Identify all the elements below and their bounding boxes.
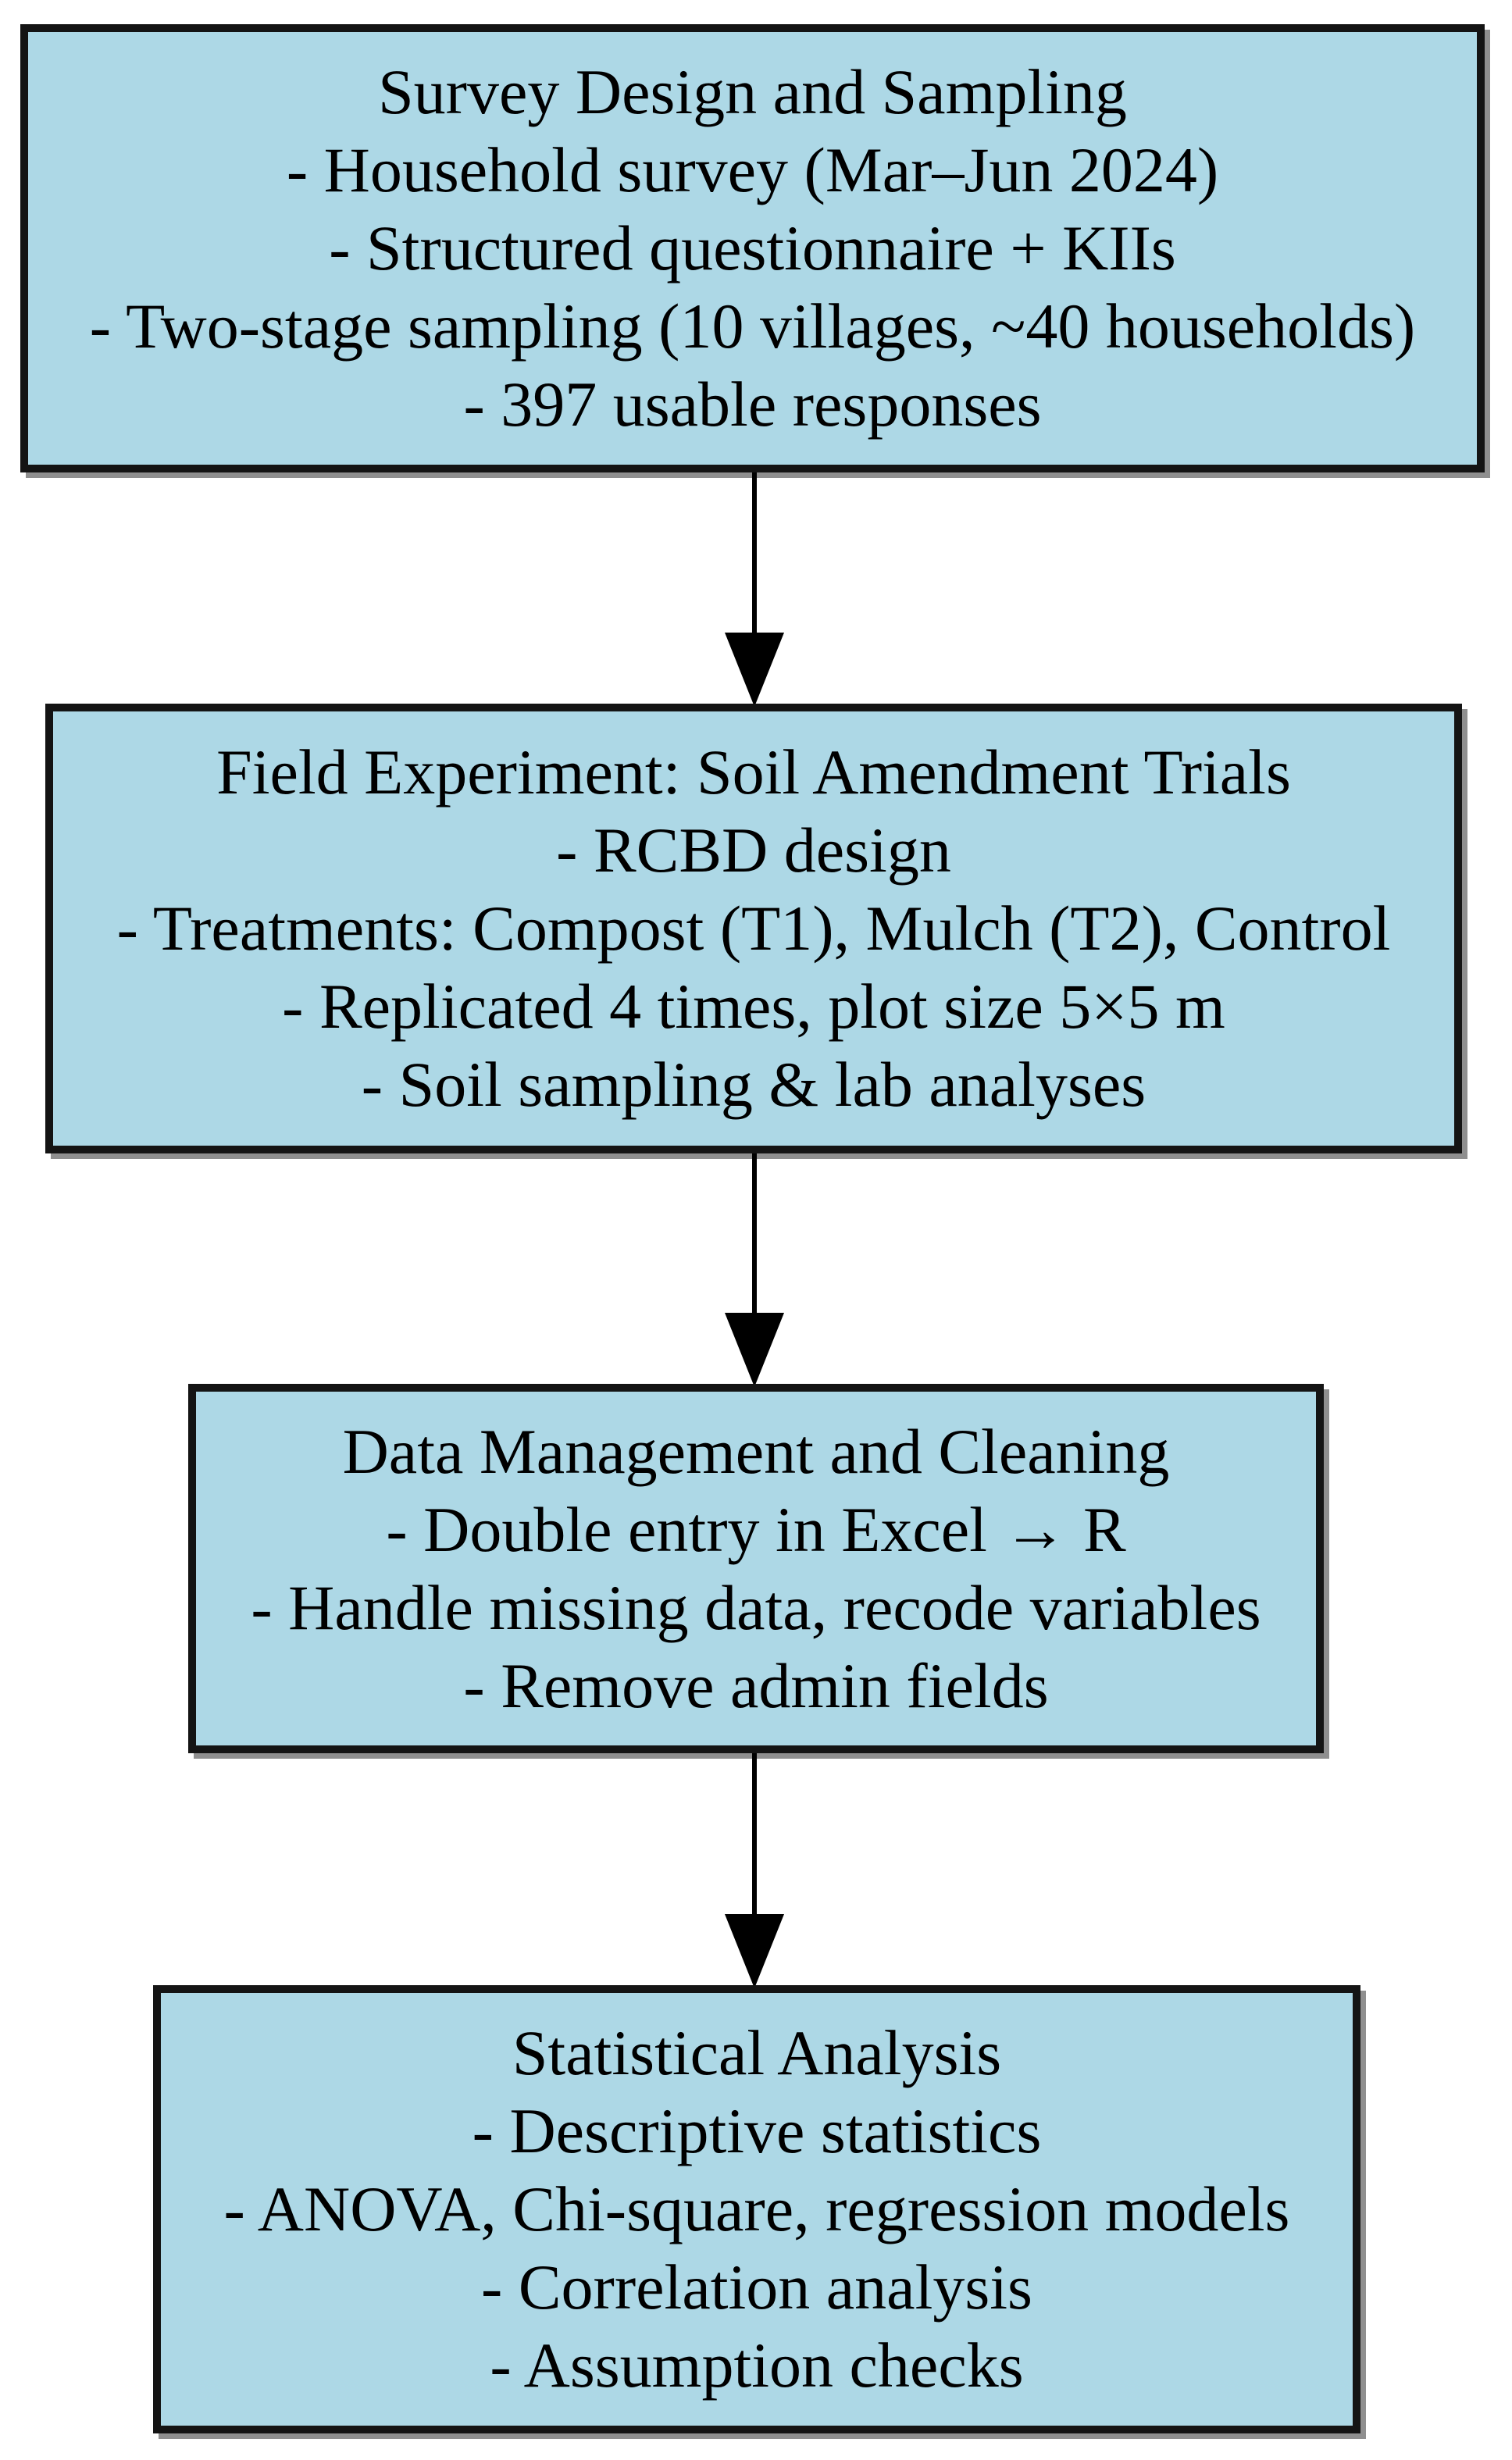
flowchart-box-data-management: Data Management and Cleaning - Double en… bbox=[188, 1384, 1324, 1753]
box-title: Data Management and Cleaning bbox=[342, 1415, 1170, 1487]
flow-arrow-2 bbox=[725, 1153, 784, 1387]
flowchart-box-statistical-analysis: Statistical Analysis - Descriptive stati… bbox=[153, 1985, 1360, 2433]
box-bullet: - 397 usable responses bbox=[463, 369, 1042, 440]
box-bullet: - Replicated 4 times, plot size 5×5 m bbox=[282, 971, 1225, 1042]
box-bullet: - Soil sampling & lab analyses bbox=[361, 1049, 1146, 1120]
box-title: Survey Design and Sampling bbox=[378, 56, 1127, 127]
arrow-down-icon bbox=[725, 1313, 784, 1387]
box-bullet: - Handle missing data, recode variables bbox=[251, 1571, 1261, 1643]
box-bullet: - Correlation analysis bbox=[481, 2251, 1032, 2323]
box-bullet: - Assumption checks bbox=[490, 2330, 1024, 2401]
box-bullet: - Two-stage sampling (10 villages, ~40 h… bbox=[89, 291, 1416, 362]
box-bullet: - Double entry in Excel → R bbox=[386, 1493, 1126, 1565]
arrow-line bbox=[752, 472, 757, 633]
box-bullet: - RCBD design bbox=[556, 815, 951, 886]
arrow-down-icon bbox=[725, 633, 784, 707]
flow-arrow-3 bbox=[725, 1753, 784, 1988]
arrow-down-icon bbox=[725, 1914, 784, 1988]
box-bullet: - Structured questionnaire + KIIs bbox=[329, 212, 1176, 283]
flowchart-box-field-experiment: Field Experiment: Soil Amendment Trials … bbox=[45, 704, 1462, 1153]
flow-arrow-1 bbox=[725, 472, 784, 707]
arrow-line bbox=[752, 1753, 757, 1914]
box-title: Statistical Analysis bbox=[512, 2017, 1002, 2088]
box-title: Field Experiment: Soil Amendment Trials bbox=[216, 736, 1291, 808]
arrow-line bbox=[752, 1153, 757, 1313]
box-bullet: - Descriptive statistics bbox=[472, 2095, 1042, 2166]
flowchart-box-survey-design-and-sampling: Survey Design and Sampling - Household s… bbox=[20, 24, 1485, 472]
box-bullet: - ANOVA, Chi-square, regression models bbox=[223, 2173, 1290, 2244]
box-bullet: - Remove admin fields bbox=[463, 1649, 1049, 1721]
box-bullet: - Treatments: Compost (T1), Mulch (T2), … bbox=[116, 893, 1391, 964]
box-bullet: - Household survey (Mar–Jun 2024) bbox=[286, 134, 1219, 205]
